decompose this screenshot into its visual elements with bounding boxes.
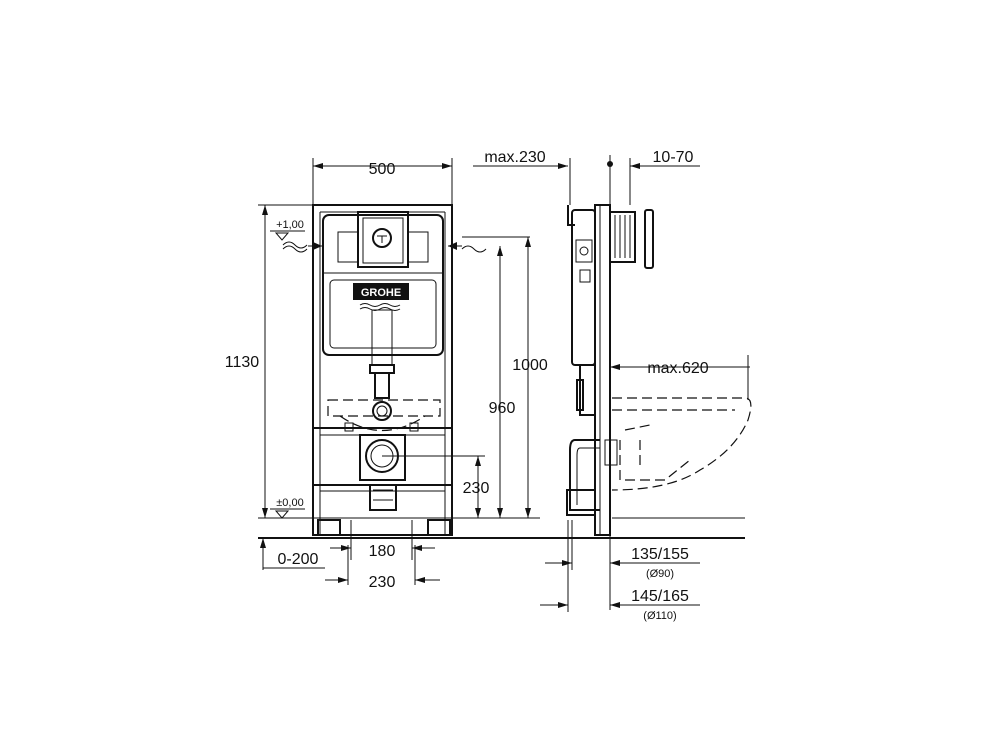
pipe-90-diameter-label: (Ø90)	[646, 568, 674, 580]
side-view: max.230 10-70	[473, 149, 752, 622]
pipe-110-diameter-label: (Ø110)	[643, 610, 676, 622]
water-inlet-markers	[282, 236, 530, 253]
grohe-logo	[353, 283, 409, 300]
max-depth-dimension: max.230	[473, 149, 571, 205]
foot-adjust-label: 0-200	[278, 551, 319, 568]
inlet-height-dimension: 1000	[512, 237, 548, 518]
level-top-marker: +1,00	[270, 219, 305, 241]
width-label: 500	[369, 161, 396, 178]
inlet-height-label: 1000	[512, 357, 548, 374]
level-zero-marker: ±0,00	[270, 497, 305, 519]
max-projection-dimension: max.620	[610, 355, 750, 400]
wall-thickness-label: 10-70	[653, 149, 694, 166]
flush-valve-icon	[372, 228, 392, 248]
outlet-spacing-outer-label: 230	[369, 574, 396, 591]
foot-adjust-dimension: 0-200	[260, 538, 325, 570]
front-view: 500	[225, 158, 745, 591]
bowl-outline	[327, 399, 441, 432]
level-zero-label: ±0,00	[276, 497, 303, 509]
drain-outlet	[344, 422, 419, 511]
pipe-110-offset-label: 145/165	[631, 588, 689, 605]
max-projection-label: max.620	[647, 360, 708, 377]
toilet-outline	[611, 397, 752, 491]
outlet-spacing-inner-label: 180	[369, 543, 396, 560]
outlet-spacing-outer-dimension: 230	[325, 545, 440, 591]
pipe-110-dimension: 145/165 (Ø110)	[540, 520, 700, 622]
drain-height-dimension: 960	[489, 246, 516, 518]
drain-height-label: 960	[489, 400, 516, 417]
max-depth-label: max.230	[484, 149, 545, 166]
total-height-label: 1130	[225, 354, 260, 371]
width-dimension: 500	[312, 158, 453, 210]
pipe-90-offset-label: 135/155	[631, 546, 689, 563]
outlet-spacing-inner-dimension: 180	[330, 520, 435, 560]
frame-side	[566, 204, 654, 536]
level-top-label: +1,00	[276, 219, 304, 231]
outlet-height-dimension: 230	[382, 455, 490, 518]
outlet-height-label: 230	[463, 480, 490, 497]
brand-label: GROHE	[361, 287, 401, 299]
flush-plate	[644, 209, 654, 269]
cistern: GROHE	[322, 211, 444, 421]
wall-thickness-dimension: 10-70	[607, 149, 700, 205]
